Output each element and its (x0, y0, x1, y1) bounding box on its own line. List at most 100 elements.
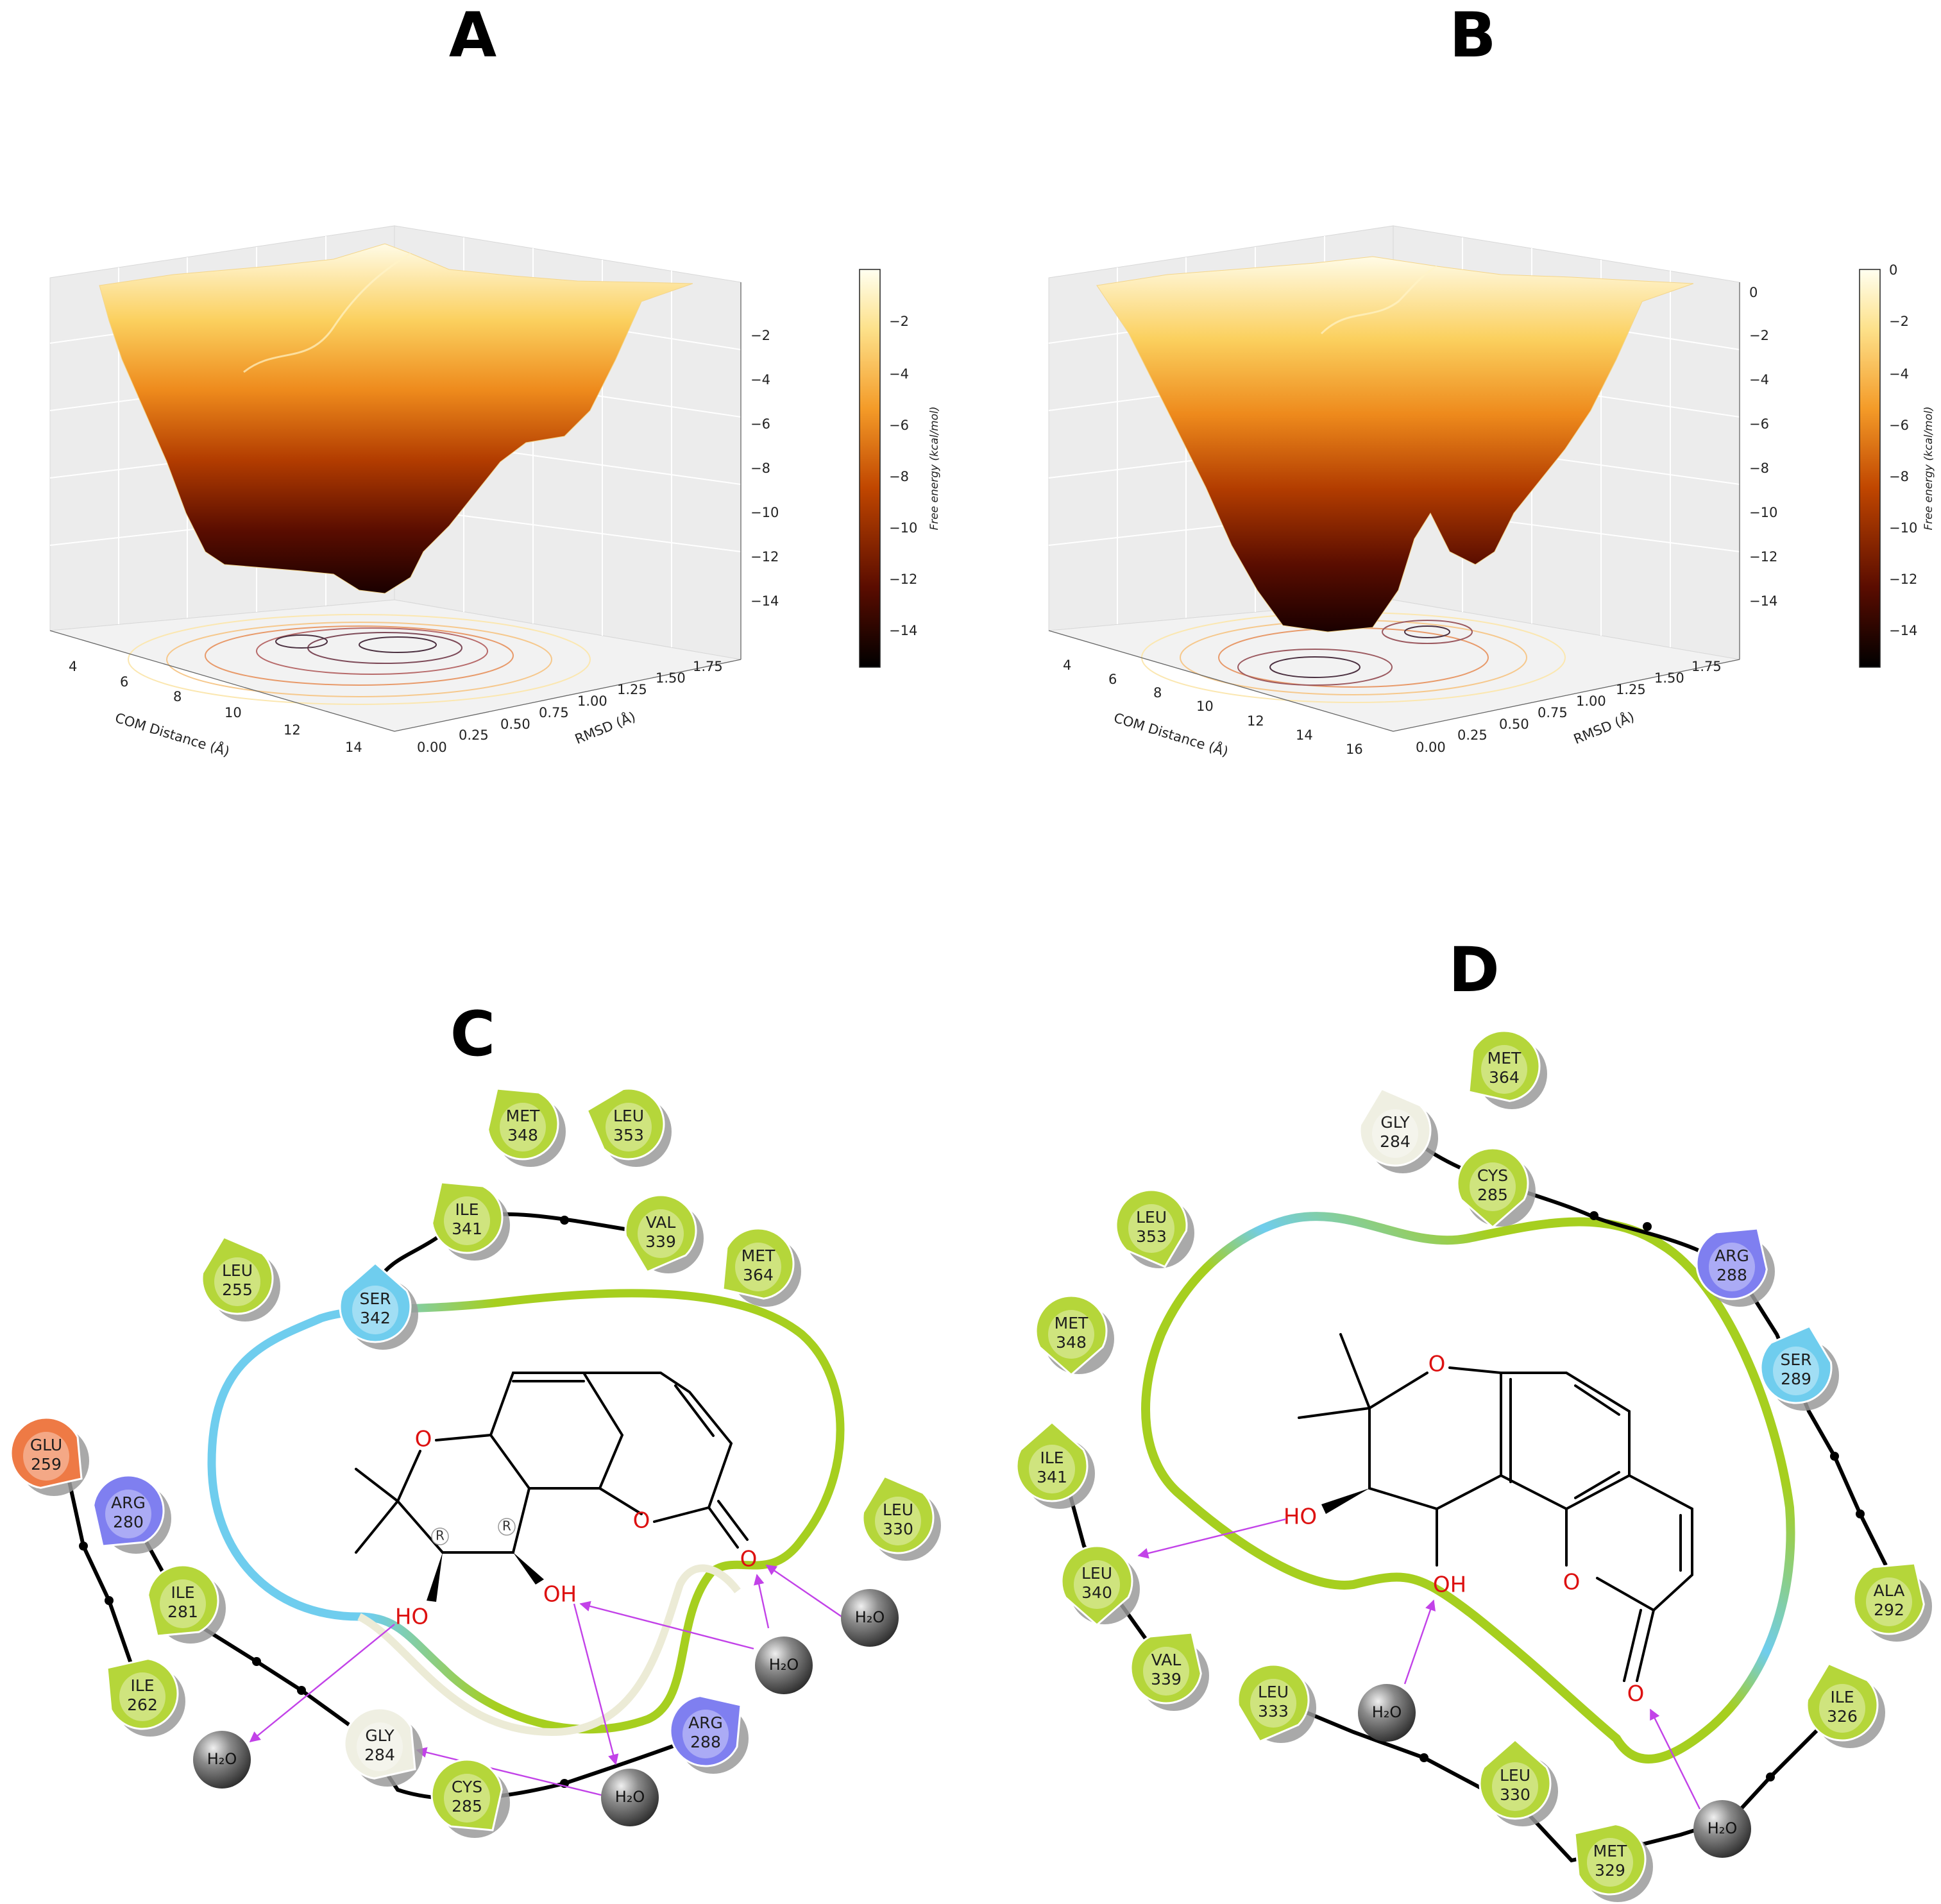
residue-name: GLU (30, 1436, 62, 1454)
residue-number: 284 (364, 1746, 395, 1764)
panel-b-xtick: 14 (1296, 727, 1313, 743)
panel-a-xtick: 14 (345, 740, 362, 755)
residue-name: CYS (452, 1778, 482, 1796)
residue-number: 255 (222, 1280, 253, 1299)
panel-c-stereo-label: R (502, 1518, 511, 1534)
panel-d-ring-oxygen: O (1428, 1352, 1446, 1377)
residue-number: 326 (1827, 1707, 1858, 1726)
residue-name: LEU (883, 1500, 913, 1519)
panel-b-ztick: −4 (1749, 372, 1769, 387)
residue-number: 348 (507, 1126, 538, 1144)
panel-b-xtick: 4 (1063, 658, 1071, 673)
residue-name: ILE (455, 1200, 479, 1219)
panel-a-ztick: −14 (750, 593, 779, 609)
panel-b-ztick: 0 (1749, 285, 1758, 300)
residue-name: LEU (1081, 1564, 1112, 1583)
residue-name: ARG (1715, 1246, 1749, 1265)
panel-c-letter: C (450, 998, 495, 1070)
residue-name: LEU (613, 1107, 644, 1125)
residue-number: 353 (613, 1126, 644, 1144)
residue-name: ILE (171, 1583, 194, 1602)
panel-a-cbtick: −12 (889, 572, 917, 587)
residue-number: 339 (645, 1232, 676, 1251)
panel-a-cbtick: −10 (889, 520, 917, 536)
panel-a-cbtick: −14 (889, 623, 917, 638)
panel-c-hydroxyl-oh: OH (543, 1582, 577, 1608)
residue-number: 292 (1874, 1601, 1904, 1619)
panel-c-solvent-exposure (357, 1564, 741, 1737)
panel-a-ztick: −6 (750, 416, 770, 432)
panel-a-ztick: −12 (750, 549, 779, 565)
panel-a-ytick: 1.00 (577, 693, 607, 709)
residue-number: 288 (690, 1733, 721, 1751)
water-molecule: H₂O (755, 1636, 813, 1694)
residue-name: ILE (130, 1676, 154, 1695)
panel-c-hydroxyl-ho: HO (395, 1604, 428, 1630)
panel-b-xtick: 12 (1247, 713, 1264, 729)
panel-b-colorbar-label: Free energy (kcal/mol) (1922, 406, 1935, 530)
panel-a-colorbar-ticks: −2 −4 −6 −8 −10 −12 −14 (889, 314, 917, 638)
residue-name: MET (506, 1107, 540, 1125)
panel-d-hbonds (1137, 1518, 1701, 1810)
residue-name: MET (1488, 1049, 1521, 1067)
panel-a-ytick: 1.75 (693, 659, 723, 674)
panel-b-letter: B (1449, 0, 1496, 71)
panel-a-cbtick: −6 (889, 418, 909, 433)
water-molecule: H₂O (1358, 1684, 1416, 1742)
panel-d-pocket-outline (1141, 1212, 1795, 1764)
residue-name: LEU (222, 1261, 253, 1280)
residue-number: 348 (1056, 1333, 1087, 1352)
panel-b-cbtick: −14 (1889, 623, 1917, 638)
panel-a-ytick: 0.25 (459, 727, 489, 743)
panel-b-ztick: −8 (1749, 461, 1769, 476)
panel-a-xtick: 8 (173, 689, 182, 704)
panel-b-cbtick: −2 (1889, 314, 1909, 329)
panel-a-ytick: 0.00 (417, 740, 447, 755)
panel-b-ylabel: RMSD (Å) (1571, 708, 1636, 747)
panel-a-surface-ridge (243, 252, 411, 373)
residue-number: 285 (452, 1797, 482, 1815)
panel-b-ytick: 0.00 (1416, 740, 1446, 755)
residue-name: CYS (1477, 1166, 1508, 1185)
panel-c-backbone (136, 1526, 713, 1801)
panel-a-y-ticks: 0.00 0.25 0.50 0.75 1.00 1.25 1.50 1.75 (417, 659, 723, 755)
residue-name: VAL (1151, 1651, 1182, 1669)
panel-b-y-ticks: 0.00 0.25 0.50 0.75 1.00 1.25 1.50 1.75 (1416, 659, 1722, 755)
panel-a-cbtick: −2 (889, 314, 909, 329)
panel-b-x-ticks: 4 6 8 10 12 14 16 (1063, 658, 1363, 757)
residue-number: 333 (1258, 1702, 1289, 1721)
residue-name: GLY (365, 1726, 394, 1745)
residue-name: ALA (1874, 1581, 1905, 1600)
panel-d-residues: MET364GLY284CYS285LEU353ARG288SER289MET3… (1015, 1030, 1932, 1902)
residue-name: MET (1055, 1314, 1089, 1332)
residue-number: 281 (167, 1602, 198, 1621)
panel-b-ytick: 0.25 (1457, 727, 1488, 743)
svg-text:H₂O: H₂O (207, 1750, 237, 1768)
panel-b-cbtick: 0 (1889, 262, 1897, 278)
residue-number: 341 (452, 1220, 482, 1238)
residue-name: ILE (1830, 1688, 1854, 1706)
residue-number: 285 (1477, 1186, 1508, 1204)
panel-b-energy-landscape: B (1048, 0, 1935, 760)
panel-c-backbone (59, 1443, 137, 1675)
residue-number: 364 (1489, 1068, 1520, 1087)
panel-d-backbone-nodes (1420, 1211, 1865, 1781)
panel-a-cbtick: −4 (889, 366, 909, 382)
